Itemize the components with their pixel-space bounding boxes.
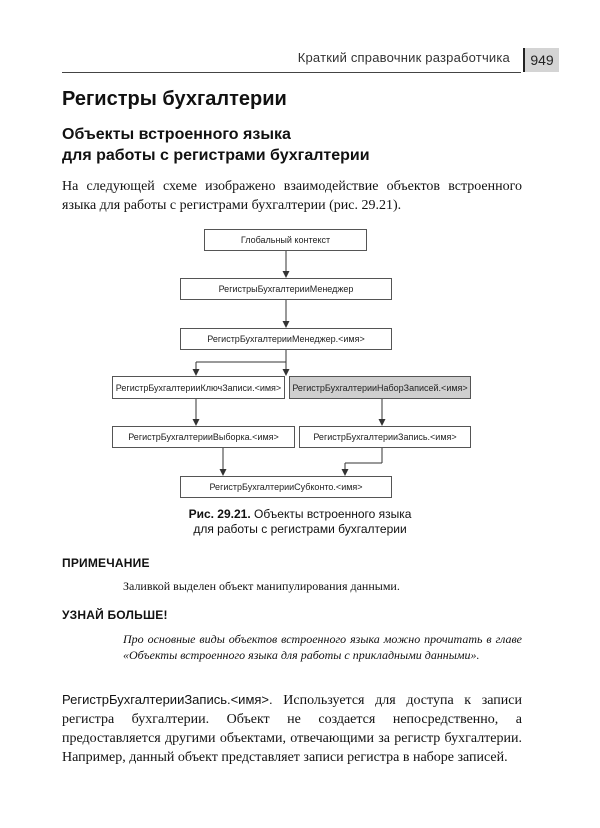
figure-caption: Рис. 29.21. Объекты встроенного языка дл… — [120, 507, 480, 537]
learn-more-text: Про основные виды объектов встроенного я… — [123, 632, 522, 662]
subsection-title-line-2: для работы с регистрами бухгалтерии — [62, 147, 370, 164]
node-record-set: РегистрБухгалтерииНаборЗаписей.<имя> — [289, 376, 471, 399]
intro-paragraph: На следующей схеме изображено взаимодейс… — [62, 179, 522, 213]
note-text: Заливкой выделен объект манипулирования … — [123, 579, 400, 593]
node-record: РегистрБухгалтерииЗапись.<имя> — [299, 426, 471, 448]
node-subconto: РегистрБухгалтерииСубконто.<имя> — [180, 476, 392, 498]
node-record-key: РегистрБухгалтерииКлючЗаписи.<имя> — [112, 376, 285, 399]
subsection-title-line-1: Объекты встроенного языка — [62, 126, 291, 143]
figure-caption-line-2: для работы с регистрами бухгалтерии — [193, 522, 407, 536]
node-global-context: Глобальный контекст — [204, 229, 367, 251]
section-title: Регистры бухгалтерии — [62, 88, 287, 110]
figure-caption-label: Рис. 29.21. — [188, 507, 251, 521]
definition-term: РегистрБухгалтерииЗапись.<имя>. — [62, 692, 273, 707]
node-selection: РегистрБухгалтерииВыборка.<имя> — [112, 426, 295, 448]
definition-text: Используется для доступа к записи регист… — [62, 693, 522, 765]
learn-more-heading: УЗНАЙ БОЛЬШЕ! — [62, 608, 168, 622]
note-heading: ПРИМЕЧАНИЕ — [62, 556, 150, 570]
subsection-title: Объекты встроенного языка для работы с р… — [62, 124, 370, 166]
page-number: 949 — [523, 48, 559, 72]
figure-caption-line-1: Объекты встроенного языка — [250, 507, 412, 521]
node-registers-manager: РегистрыБухгалтерииМенеджер — [180, 278, 392, 300]
header-rule — [62, 72, 521, 73]
running-header-title: Краткий справочник разработчика — [297, 50, 510, 65]
definition-paragraph: РегистрБухгалтерииЗапись.<имя>. Использу… — [62, 690, 522, 767]
node-register-manager: РегистрБухгалтерииМенеджер.<имя> — [180, 328, 392, 350]
